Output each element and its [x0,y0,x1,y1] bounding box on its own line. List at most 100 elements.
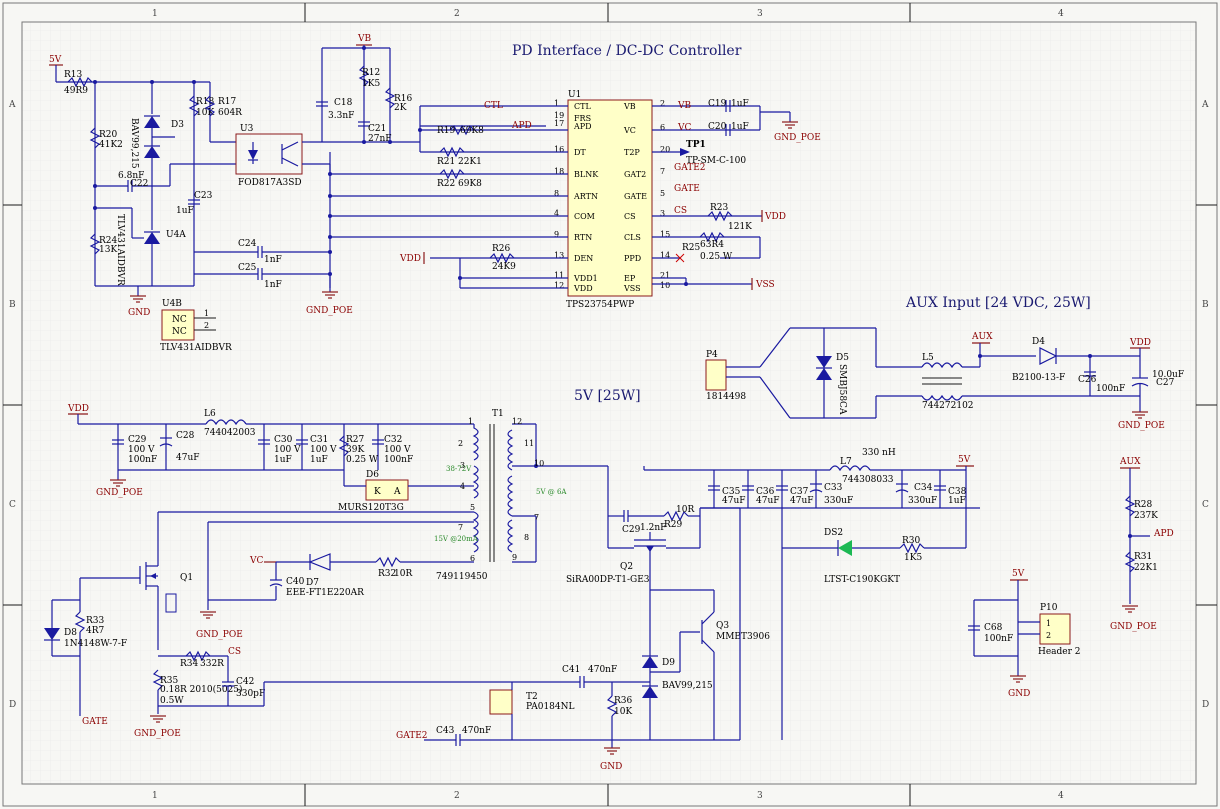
d4-diode[interactable]: D4 B2100-13-F [1012,337,1140,383]
gnd-poe-symbol-aux: GND_POE [1118,411,1165,431]
u1-pin-name-vss: VSS [623,284,641,293]
svg-text:EEE-FT1E220AR: EEE-FT1E220AR [286,588,364,598]
c68-capacitor[interactable]: C68 100nF [968,623,1013,644]
r24-resistor[interactable]: R24 13K [89,233,118,255]
r12-resistor[interactable]: R12 1K5 [358,65,380,89]
r18-resistor[interactable]: R18 10K [188,95,215,118]
svg-text:7: 7 [534,513,539,522]
l7-inductor[interactable]: L7 330 nH 744308033 [829,448,966,485]
r33-resistor[interactable]: R33 4R7 [74,578,105,716]
r21-resistor[interactable]: R21 22K1 [437,146,482,167]
p4-connector[interactable]: P4 1814498 [705,350,760,402]
c18-capacitor[interactable]: C18 3.3nF [316,98,354,121]
q2-mosfet[interactable]: Q2 SiRA00DP-T1-GE3 [566,532,700,590]
c19-capacitor[interactable]: C19 1uF [708,99,749,112]
c24-capacitor[interactable]: C24 1nF [194,239,330,265]
c22-capacitor[interactable]: 6.8nF C22 [93,163,236,192]
u4a-shunt-regulator[interactable]: U4A TLV431AIDBVR [93,206,186,286]
tp1-test-point[interactable]: TP1 TP-SM-C-100 [680,140,746,166]
svg-text:R35: R35 [160,676,179,686]
svg-text:13K: 13K [99,245,117,255]
d7-diode[interactable]: D7 [306,553,376,588]
r32-resistor[interactable]: R32 10R [375,556,474,579]
p10-header[interactable]: 12 P10 Header 2 [1018,603,1081,657]
c29-capacitor[interactable]: C29 100 V 100nF [112,435,157,465]
svg-text:100nF: 100nF [984,634,1013,644]
l6-inductor[interactable]: L6 744042003 [204,409,256,438]
svg-text:5: 5 [470,503,475,512]
aux-wire-a [759,327,791,368]
r16-resistor[interactable]: R16 2K [384,87,413,113]
c40-capacitor[interactable]: C40 EEE-FT1E220AR [208,562,364,601]
u1-pin-name-ctl: CTL [574,102,591,111]
c42-capacitor[interactable]: C42 330pF [158,656,265,707]
svg-text:B2100-13-F: B2100-13-F [1012,373,1065,383]
svg-text:D4: D4 [1032,337,1045,347]
u1-pin-num-9: 9 [554,230,559,239]
c21-capacitor[interactable]: C21 27nF [358,121,392,144]
svg-text:D9: D9 [662,658,675,668]
r26-resistor[interactable]: R26 24K9 [489,244,516,272]
c43-capacitor[interactable]: C43 470nF [436,726,512,746]
svg-text:D5: D5 [836,353,849,363]
r20-resistor[interactable]: R20 41K2 [89,127,123,150]
c23-capacitor[interactable]: C23 1uF [176,191,213,216]
r31-resistor[interactable]: R31 22K1 [1124,551,1158,573]
frame-col-4: 4 [1058,9,1064,19]
t2-transformer[interactable]: T2 PA0184NL [489,682,575,740]
c20-capacitor[interactable]: C20 1uF [708,122,749,136]
r34-resistor[interactable]: R34 332R [180,650,224,669]
svg-text:DS2: DS2 [824,528,843,538]
u4b-package[interactable]: U4B NC NC 12 TLV431AIDBVR [160,299,232,353]
svg-text:1: 1 [1046,619,1051,628]
l5-choke[interactable]: L5 744272102 [876,353,1090,411]
frame-row-b-right: B [1202,300,1209,310]
r30-resistor[interactable]: R30 1K5 [899,536,966,563]
r27-resistor[interactable]: R27 39K 0.25 W [338,435,379,465]
c30-capacitor[interactable]: C30 100 V 1uF [258,435,301,465]
svg-text:7: 7 [458,523,463,532]
c31-capacitor[interactable]: C31 100 V 1uF [296,435,337,465]
r22-resistor[interactable]: R22 69K8 [437,168,482,189]
r28-resistor[interactable]: R28 237K [1124,495,1158,521]
d3-diode[interactable]: D3 BAV99,215 [129,115,184,170]
c26-capacitor[interactable]: C26 100nF [1078,371,1125,394]
r29-resistor[interactable]: R29 10R [663,505,701,548]
d5-tvs[interactable]: D5 SMBJ58CA [816,328,849,418]
r17-resistor[interactable]: R17 604R [204,95,242,118]
d8-diode[interactable]: D8 1N4148W-7-F [44,599,127,657]
d6-diode[interactable]: K A D6 MURS120T3G [338,470,460,513]
c29b-capacitor[interactable]: C29 1.2nF [608,510,666,535]
c32-capacitor[interactable]: C32 100 V 100nF [372,435,413,465]
q3-transistor[interactable]: Q3 MMBT3906 [650,589,770,740]
svg-text:C31: C31 [310,435,328,445]
r22-value: 69K8 [458,179,482,189]
svg-text:R17: R17 [218,97,237,107]
u1-pin-num-19: 19 [554,111,564,120]
r19-resistor[interactable]: R19 69K8 [437,124,484,136]
d9-diode[interactable]: D9 BAV99,215 [642,590,713,740]
r25-resistor[interactable]: R25 63R4 0.25 W [682,231,733,262]
c41-capacitor[interactable]: C41 470nF [562,665,650,688]
c27-capacitor[interactable]: 10.0uF C27 [1131,356,1184,412]
svg-text:T1: T1 [492,409,504,419]
svg-text:C30: C30 [274,435,293,445]
fivev-port-top-left: 5V [49,55,63,82]
r35-resistor[interactable]: R35 0.18R 2010(5025) 0.5W [152,669,243,714]
ds2-led[interactable]: DS2 LTST-C190KGKT [824,528,900,585]
q1-mosfet[interactable]: Q1 [80,560,193,650]
r36-resistor[interactable]: R36 10K [606,682,633,748]
r13-resistor[interactable]: R13 49R9 [64,70,93,96]
r23-resistor[interactable]: R23 121K [707,203,752,232]
c25-capacitor[interactable]: C25 1nF [194,250,332,290]
c28-capacitor[interactable]: C28 47uF [159,431,200,463]
u1-controller[interactable]: U1 TPS23754PWP CTL1FRS19APD17DT16BLNK18A… [554,90,670,310]
t1-transformer[interactable]: T1 749119450 38-72V 5V @ 6A 15V @20mA [434,409,608,582]
u3-optocoupler[interactable]: U3 FOD817A3SD [235,124,331,188]
